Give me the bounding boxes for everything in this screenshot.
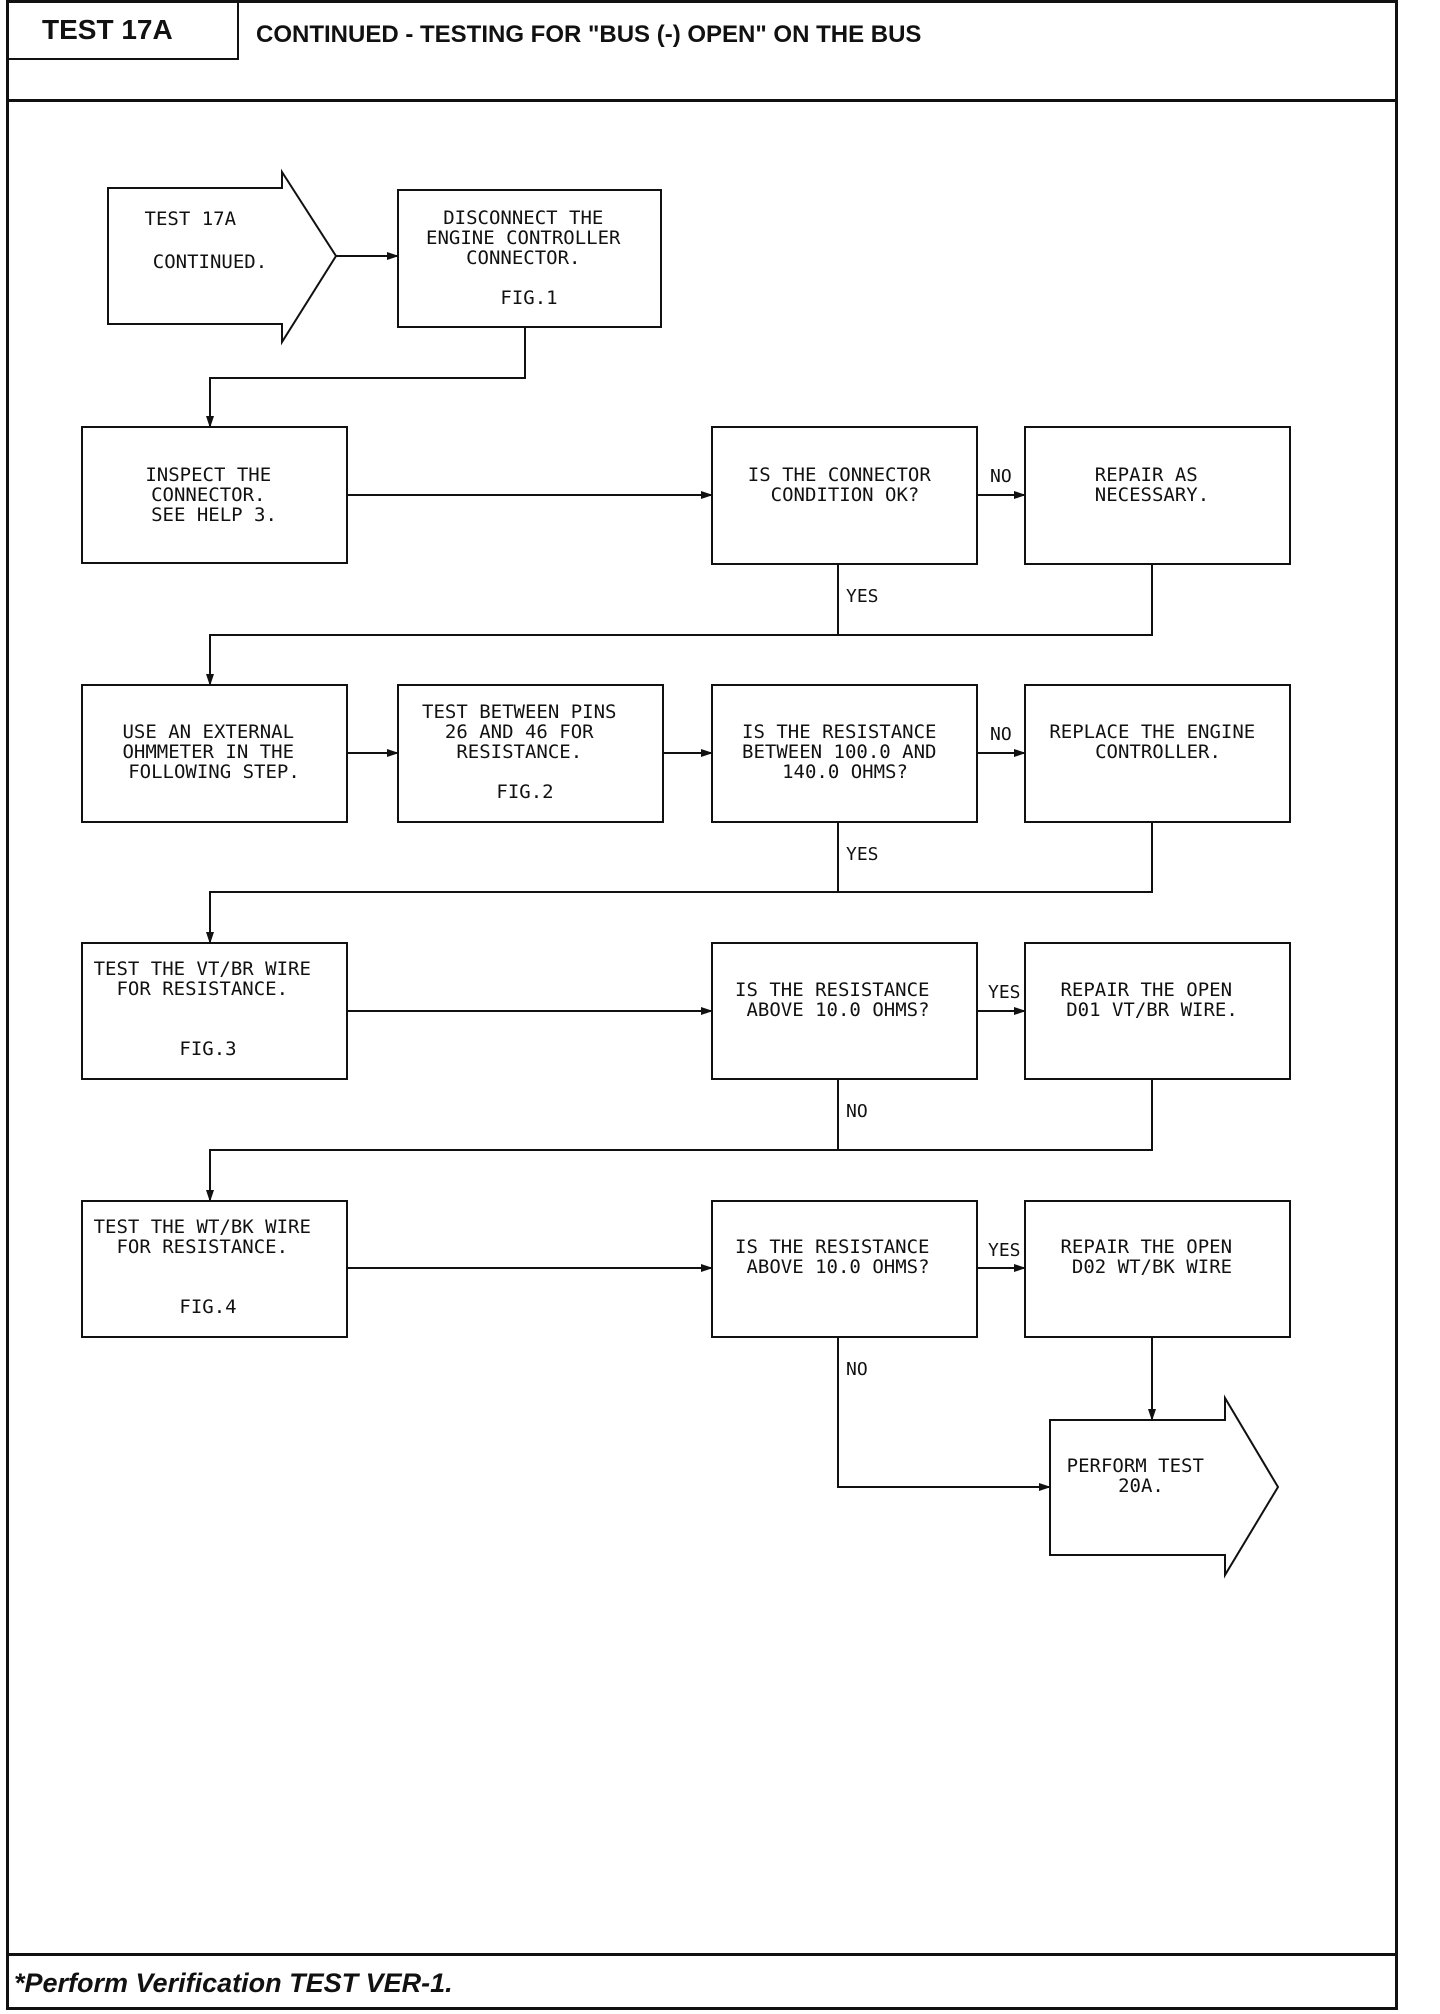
replace-controller-node-text: REPLACE THE ENGINE CONTROLLER. [1049, 721, 1266, 763]
test-id: TEST 17A [6, 0, 239, 60]
inspect-node [81, 426, 348, 564]
verification-note: *Perform Verification TEST VER-1. [14, 1968, 453, 1998]
edge-wt-bk-no [837, 1337, 1051, 1491]
repair-connector-node [1024, 426, 1291, 565]
end-node-text: PERFORM TEST 20A. [1067, 1455, 1216, 1497]
edge-label-range-yes: YES [846, 844, 879, 865]
disconnect-node [397, 189, 662, 328]
page-title: CONTINUED - TESTING FOR "BUS (-) OPEN" O… [256, 21, 922, 48]
edge-label-connector-yes: YES [846, 586, 879, 607]
use-ohmmeter-node-text: USE AN EXTERNAL OHMMETER IN THE FOLLOWIN… [122, 721, 305, 783]
question-wt-bk-node-text: IS THE RESISTANCE ABOVE 10.0 OHMS? [735, 1236, 941, 1278]
test-pins-node-text: TEST BETWEEN PINS 26 AND 46 FOR RESISTAN… [422, 701, 628, 803]
disconnect-node-text: DISCONNECT THE ENGINE CONTROLLER CONNECT… [426, 207, 632, 309]
repair-d01-node [1024, 942, 1291, 1080]
question-wt-bk-node [711, 1200, 978, 1338]
edge-disconnect-to-inspect [206, 327, 526, 428]
edge-label-range-no: NO [990, 724, 1012, 745]
test-vt-br-node-text: TEST THE VT/BR WIRE FOR RESISTANCE. FIG.… [94, 958, 323, 1060]
use-ohmmeter-node [81, 684, 348, 823]
end-node [1049, 1394, 1280, 1579]
repair-d02-node [1024, 1200, 1291, 1338]
question-connector-node-text: IS THE CONNECTOR CONDITION OK? [748, 464, 942, 506]
question-vt-br-node [711, 942, 978, 1080]
inspect-node-text: INSPECT THE CONNECTOR. SEE HELP 3. [145, 464, 282, 526]
question-vt-br-node-text: IS THE RESISTANCE ABOVE 10.0 OHMS? [735, 979, 941, 1021]
test-vt-br-node [81, 942, 348, 1080]
test-pins-node [397, 684, 664, 823]
replace-controller-node [1024, 684, 1291, 823]
question-resistance-range-node-text: IS THE RESISTANCE BETWEEN 100.0 AND 140.… [742, 721, 948, 783]
start-node [107, 168, 338, 346]
repair-connector-node-text: REPAIR AS NECESSARY. [1095, 464, 1209, 506]
start-node-text: TEST 17A CONTINUED. [145, 208, 268, 273]
edge-label-wt-bk-yes: YES [988, 1240, 1021, 1261]
edge-replace-return [206, 822, 1153, 944]
footer: *Perform Verification TEST VER-1. [6, 1953, 1398, 2010]
edge-label-vt-br-no: NO [846, 1101, 868, 1122]
repair-d01-node-text: REPAIR THE OPEN D01 VT/BR WIRE. [1060, 979, 1243, 1021]
edge-repair-return [206, 564, 1153, 686]
repair-d02-node-text: REPAIR THE OPEN D02 WT/BK WIRE [1060, 1236, 1243, 1278]
test-wt-bk-node-text: TEST THE WT/BK WIRE FOR RESISTANCE. FIG.… [94, 1216, 323, 1318]
edge-label-vt-br-yes: YES [988, 982, 1021, 1003]
edge-label-connector-no: NO [990, 466, 1012, 487]
page-frame [6, 0, 1398, 2010]
test-wt-bk-node [81, 1200, 348, 1338]
header: TEST 17A CONTINUED - TESTING FOR "BUS (-… [6, 0, 1398, 102]
question-resistance-range-node [711, 684, 978, 823]
edge-label-wt-bk-no: NO [846, 1359, 868, 1380]
edge-d01-return [206, 1079, 1153, 1202]
